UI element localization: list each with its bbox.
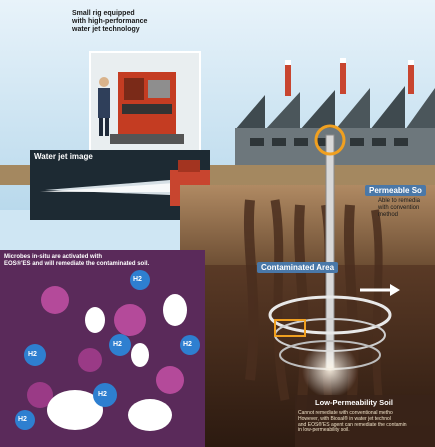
h2-bubble-label: H2 (28, 351, 37, 358)
upper-soil (180, 185, 435, 265)
contaminated-area-tag: Contaminated Area (257, 262, 339, 273)
permeable-soil-tag: Permeable So (365, 185, 426, 196)
h2-bubble-label: H2 (133, 276, 142, 283)
low-perm-panel (295, 395, 435, 447)
h2-bubble-label: H2 (183, 341, 192, 348)
water-jet-image-label: Water jet image (34, 152, 93, 161)
drill-pipe (268, 124, 400, 398)
factory-buildings (235, 58, 435, 170)
permeable-soil-description: Able to remedia with convention method (378, 198, 421, 218)
h2-bubble-label: H2 (98, 391, 107, 398)
h2-bubble-label: H2 (113, 341, 122, 348)
low-permeability-title: Low-Permeability Soil (315, 398, 393, 407)
rig-photo (89, 51, 201, 155)
h2-bubble-label: H2 (18, 416, 27, 423)
microbes-caption: Microbes in-situ are activated with EOS®… (4, 254, 150, 267)
small-rig-callout: Small rig equipped with high-performance… (72, 10, 148, 34)
h2-bubbles (15, 270, 200, 430)
low-permeability-description: Cannot remediate with conventional metho… (298, 410, 407, 434)
